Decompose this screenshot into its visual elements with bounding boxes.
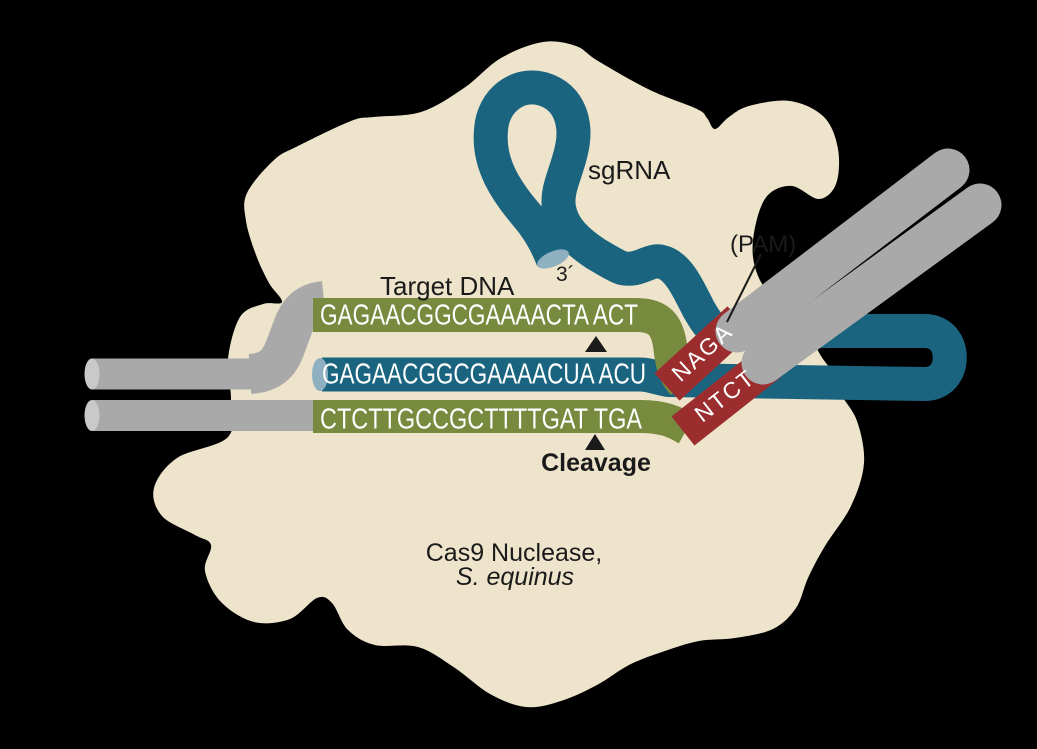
sgrna-spacer-sequence: GAGAACGGCGAAAACUA ACU: [322, 359, 646, 391]
cleavage-arrow-bottom: [585, 434, 605, 450]
nuclease-label-line1: Cas9 Nuclease,: [426, 539, 602, 567]
target-dna-duplex-left: [92, 281, 332, 431]
duplex-left-top-cap: [84, 358, 100, 390]
pam-pointer-line: [726, 253, 762, 323]
nuclease-label-line2: S. equinus: [456, 563, 574, 591]
top-strand-sequence: GAGAACGGCGAAAACTA ACT: [320, 300, 638, 332]
pam-label: (PAM): [730, 231, 796, 258]
three-prime-label: 3´: [556, 263, 575, 286]
sgrna-strand: [322, 70, 967, 401]
bottom-strand-sequence: CTCTTGCCGCTTTTGAT TGA: [320, 404, 643, 436]
cleavage-label: Cleavage: [541, 449, 651, 477]
sgrna-three-prime-cap: [537, 249, 569, 269]
duplex-left-elbow: [247, 281, 328, 394]
cleavage-arrow-top: [585, 336, 607, 352]
target-dna-duplex-right: [715, 148, 1002, 385]
sgrna-label: sgRNA: [588, 155, 671, 185]
target-dna-label: Target DNA: [380, 271, 515, 301]
sgrna-spacer-end-cap: [312, 358, 328, 391]
duplex-right-bottom-tube: [741, 183, 1002, 385]
duplex-left-bottom-cap: [84, 400, 100, 431]
duplex-right-top-tube: [715, 148, 970, 353]
